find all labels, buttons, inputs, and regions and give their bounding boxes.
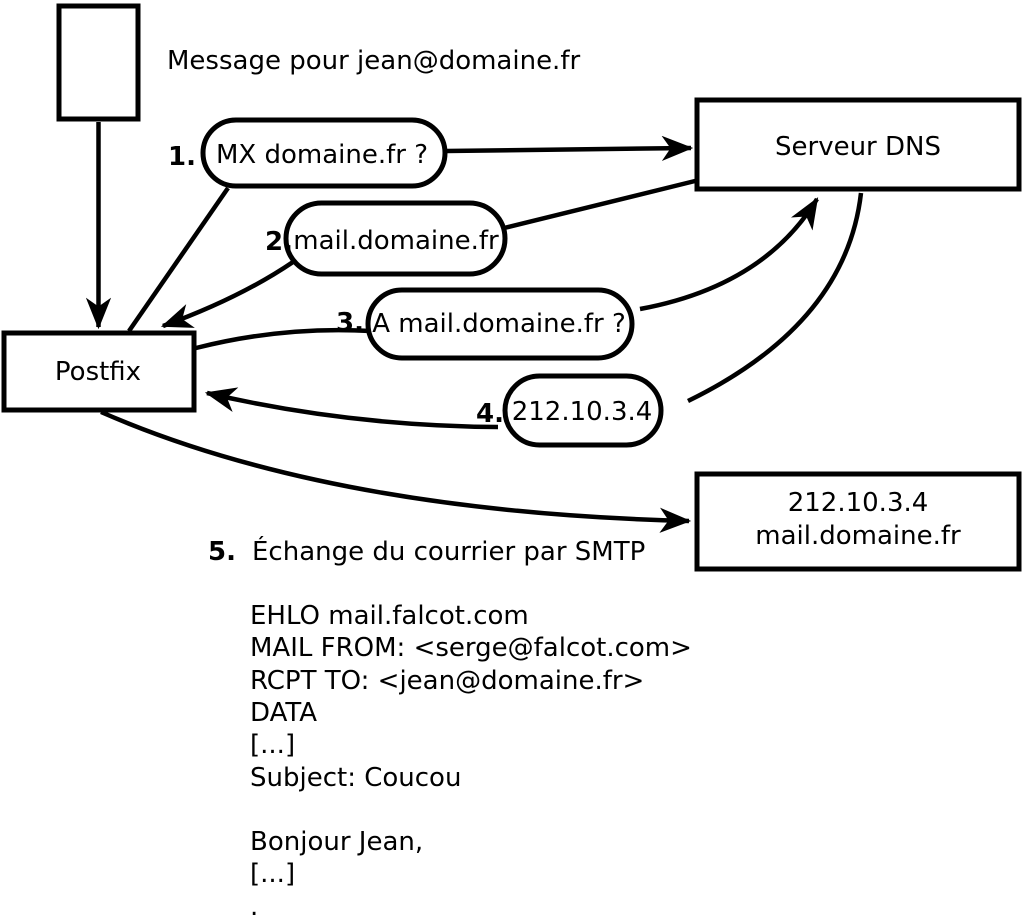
mail-server-hostname: mail.domaine.fr bbox=[755, 521, 961, 551]
step-5-label: Échange du courrier par SMTP bbox=[252, 535, 645, 567]
step-2-number: 2. bbox=[265, 227, 293, 257]
step-1-label: MX domaine.fr ? bbox=[216, 140, 428, 170]
dns-box bbox=[694, 97, 1022, 192]
step-4-label: 212.10.3.4 bbox=[512, 397, 653, 427]
line-postfix-to-a-query bbox=[195, 327, 372, 351]
arrow-a-response-to-postfix bbox=[204, 387, 499, 430]
message-note: Message pour jean@domaine.fr bbox=[167, 46, 580, 76]
smtp-line: . bbox=[250, 892, 258, 919]
smtp-session: EHLO mail.falcot.com MAIL FROM: <serge@f… bbox=[250, 601, 692, 919]
step-4-number: 4. bbox=[476, 399, 504, 429]
arrow-mx-response-to-postfix bbox=[160, 260, 295, 329]
line-dns-to-mx-response bbox=[503, 178, 696, 231]
mail-server-ip: 212.10.3.4 bbox=[788, 488, 929, 518]
step-5-number: 5. bbox=[208, 537, 236, 567]
step-2-label: mail.domaine.fr bbox=[293, 226, 499, 256]
smtp-line: [...] bbox=[250, 730, 295, 760]
pill-a-response bbox=[502, 373, 664, 448]
pill-a-query bbox=[365, 287, 635, 361]
line-postfix-to-mx-query bbox=[127, 186, 230, 333]
postfix-box bbox=[1, 330, 197, 413]
pill-mx-response bbox=[283, 200, 508, 277]
step-1-number: 1. bbox=[168, 142, 196, 172]
arrow-a-query-to-dns bbox=[639, 197, 819, 312]
smtp-line: Bonjour Jean, bbox=[250, 827, 423, 857]
postfix-label: Postfix bbox=[55, 357, 141, 387]
smtp-line: Subject: Coucou bbox=[250, 763, 461, 793]
pill-mx-query bbox=[200, 117, 448, 189]
dns-label: Serveur DNS bbox=[775, 132, 941, 162]
smtp-line: MAIL FROM: <serge@falcot.com> bbox=[250, 633, 692, 663]
mail-server-box bbox=[694, 471, 1022, 572]
smtp-line: DATA bbox=[250, 698, 317, 728]
smtp-line: RCPT TO: <jean@domaine.fr> bbox=[250, 666, 644, 696]
step-3-label: A mail.domaine.fr ? bbox=[372, 309, 626, 339]
client-box bbox=[56, 3, 141, 122]
step-3-number: 3. bbox=[336, 308, 364, 338]
smtp-line: [...] bbox=[250, 859, 295, 889]
arrow-postfix-to-mailserver bbox=[100, 409, 692, 533]
arrow-mx-query-to-dns bbox=[445, 135, 694, 161]
smtp-line: EHLO mail.falcot.com bbox=[250, 601, 529, 631]
line-dns-to-a-response bbox=[687, 192, 864, 404]
